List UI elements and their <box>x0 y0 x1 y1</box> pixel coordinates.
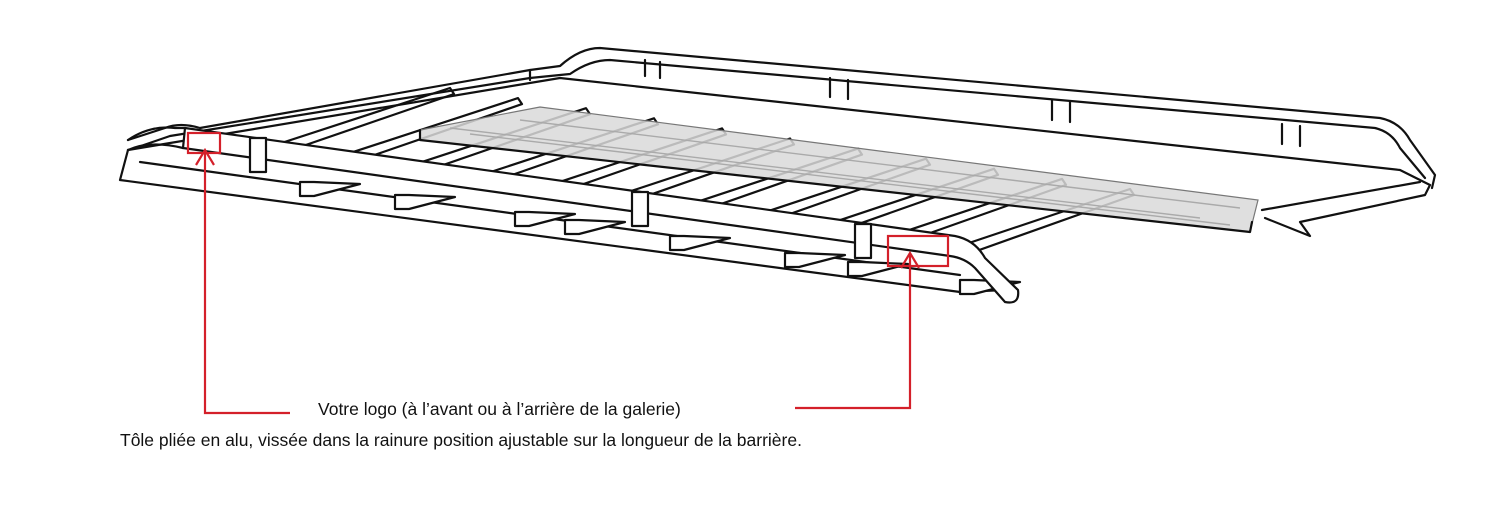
rail-upright <box>248 136 268 174</box>
support-post <box>513 210 577 228</box>
support-post <box>563 218 627 236</box>
detail-caption: Tôle pliée en alu, vissée dans la rainur… <box>120 430 802 450</box>
support-post <box>668 234 732 252</box>
leader-line-left <box>203 150 290 415</box>
support-post <box>393 193 457 211</box>
rail-upright <box>853 222 873 260</box>
logo-markers <box>186 131 950 415</box>
logo-caption: Votre logo (à l’avant ou à l’arrière de … <box>318 399 681 419</box>
rail-upright <box>630 190 650 228</box>
arrow-head-left <box>195 147 215 166</box>
front-rail <box>126 126 1254 304</box>
leader-line-right <box>795 253 912 410</box>
support-post <box>298 180 362 198</box>
support-post <box>783 251 847 269</box>
back-rail <box>126 46 1437 190</box>
support-posts <box>298 180 1022 296</box>
support-post <box>846 260 910 278</box>
arrow-head-right <box>900 250 920 269</box>
